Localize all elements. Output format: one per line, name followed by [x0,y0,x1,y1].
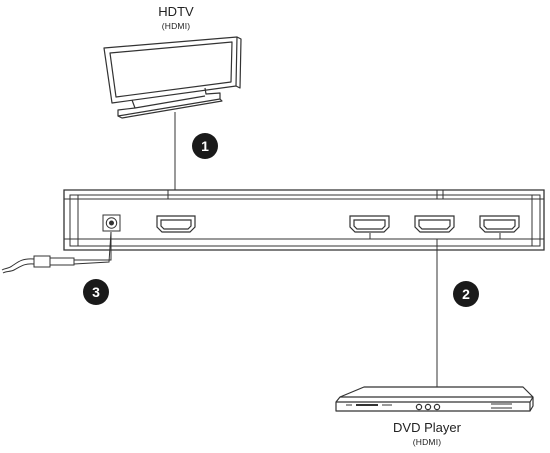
hdtv-title: HDTV [158,4,194,19]
dvd-title: DVD Player [393,420,461,435]
step-badge-3: 3 [83,279,109,305]
hdtv-subtitle: (HDMI) [161,21,191,31]
dvd-subtitle: (HDMI) [412,437,442,447]
hdmi-input-port-2-icon [414,215,455,233]
hdmi-output-port-icon [156,215,196,233]
power-jack-icon [102,214,121,232]
dvd-player-icon [335,386,534,412]
power-cable [1,231,112,274]
svg-text:1: 1 [201,138,209,154]
hdmi-switch-device [63,189,545,251]
step-badge-1: 1 [192,133,218,159]
hdtv-icon [103,36,242,119]
hdmi-input-port-3-icon [479,215,520,233]
step-badge-2: 2 [453,281,479,307]
input-bracket [369,233,501,240]
hdmi-input-port-1-icon [349,215,390,233]
svg-text:3: 3 [92,284,100,300]
svg-text:2: 2 [462,286,470,302]
